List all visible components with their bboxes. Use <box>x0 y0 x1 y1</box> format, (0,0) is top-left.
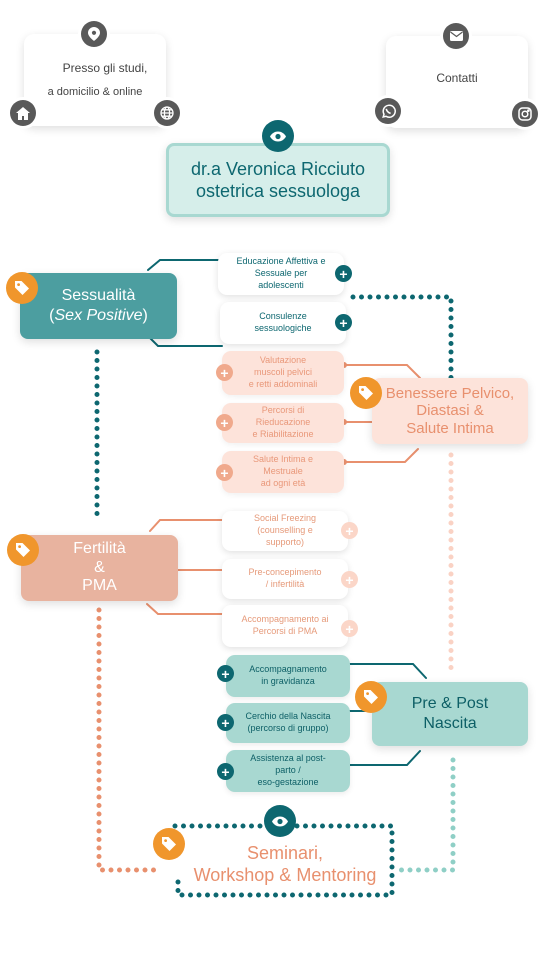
plus-icon[interactable]: + <box>216 414 233 431</box>
line-postparto-prepost <box>345 750 421 766</box>
leaf-text: Accompagnamento <box>249 664 327 675</box>
leaf-text: e retti addominali <box>248 378 318 389</box>
line-sessualita-consulenze <box>147 335 223 347</box>
leaf-text: Cerchio della Nascita <box>245 711 331 722</box>
leaf-text: Consulenze <box>259 311 307 322</box>
leaf-text: Assistenza al post-parto / <box>250 753 326 776</box>
tag-icon <box>6 272 38 304</box>
leaf-cerchio-nascita[interactable]: Cerchio della Nascita (percorso di grupp… <box>226 703 350 743</box>
hub-sessualita-title: Sessualità <box>61 287 136 304</box>
line-gravidanza-prepost <box>345 663 427 679</box>
dotted-connector-consulenze-benessere <box>350 294 454 381</box>
instagram-icon[interactable] <box>512 101 538 127</box>
leaf-text: muscoli pelvici <box>253 367 313 378</box>
location-pin-icon <box>81 21 107 47</box>
hub-seminari[interactable]: Seminari, Workshop & Mentoring <box>182 840 388 890</box>
line-valutazione-benessere <box>343 364 421 379</box>
globe-icon[interactable] <box>154 100 180 126</box>
dotted-connector-prepost-seminari <box>395 757 456 873</box>
hub-benessere[interactable]: Benessere Pelvico, Diastasi & Salute Int… <box>372 378 528 444</box>
leaf-accompagnamento-pma[interactable]: Accompagnamento ai Percorsi di PMA <box>222 605 348 647</box>
contact-card[interactable]: Contatti <box>386 36 528 128</box>
leaf-text: Social Freezing <box>253 513 317 524</box>
leaf-text: sessuologiche <box>254 323 312 333</box>
leaf-text: Sessuale per adolescenti <box>254 268 308 290</box>
plus-icon[interactable]: + <box>216 464 233 481</box>
plus-icon[interactable]: + <box>341 620 358 637</box>
eye-icon <box>264 805 296 837</box>
location-line-2: a domicilio & online <box>47 85 143 98</box>
leaf-accompagnamento-gravidanza[interactable]: Accompagnamento in gravidanza <box>226 655 350 697</box>
eye-icon <box>262 120 294 152</box>
tag-icon <box>350 377 382 409</box>
leaf-assistenza-post-parto[interactable]: Assistenza al post-parto / eso-gestazion… <box>226 750 350 792</box>
leaf-consulenze-sessuologiche[interactable]: Consulenze sessuologiche <box>220 302 346 344</box>
leaf-text: Accompagnamento ai <box>241 614 329 625</box>
location-line-1: Presso gli studi, <box>62 60 148 75</box>
leaf-text: Educazione Affettiva e <box>236 256 326 267</box>
hub-fertilita-line-3: PMA <box>82 577 117 595</box>
leaf-text: ad ogni età <box>260 477 306 488</box>
title-line-1: dr.a Veronica Ricciuto <box>190 158 366 179</box>
tag-icon <box>7 534 39 566</box>
leaf-text: (counselling e supporto) <box>257 525 313 547</box>
leaf-pre-concepimento[interactable]: Pre-concepimento / infertilità <box>222 559 348 599</box>
leaf-text: / infertilità <box>265 579 305 589</box>
hub-fertilita-line-1: Fertilità <box>73 540 126 558</box>
leaf-text: Salute Intima e <box>252 454 314 465</box>
contact-label: Contatti <box>436 70 478 85</box>
mail-icon[interactable] <box>443 23 469 49</box>
dotted-connector-seminari-frame <box>172 823 395 898</box>
leaf-social-freezing[interactable]: Social Freezing (counselling e supporto) <box>222 511 348 551</box>
leaf-text: Percorsi di Rieducazione <box>255 405 311 428</box>
plus-icon[interactable]: + <box>217 763 234 780</box>
home-icon[interactable] <box>10 100 36 126</box>
leaf-text: eso-gestazione <box>257 776 319 787</box>
plus-icon[interactable]: + <box>217 665 234 682</box>
tag-icon <box>355 681 387 713</box>
leaf-percorsi-rieducazione[interactable]: Percorsi di Rieducazione e Riabilitazion… <box>222 403 344 443</box>
title-card: dr.a Veronica Ricciuto ostetrica sessuol… <box>166 143 390 217</box>
leaf-text: (percorso di gruppo) <box>247 723 329 733</box>
plus-icon[interactable]: + <box>335 314 352 331</box>
title-line-2: ostetrica sessuologa <box>195 181 361 201</box>
plus-icon[interactable]: + <box>341 522 358 539</box>
leaf-text: Percorsi di PMA <box>252 626 318 636</box>
leaf-educazione-affettiva[interactable]: Educazione Affettiva e Sessuale per adol… <box>218 253 344 295</box>
hub-benessere-line-2: Diastasi & <box>416 402 484 420</box>
plus-icon[interactable]: + <box>341 571 358 588</box>
hub-pre-post-nascita[interactable]: Pre & Post Nascita <box>372 682 528 746</box>
line-salute-benessere <box>343 448 419 463</box>
hub-sessualita[interactable]: Sessualità (Sex Positive) <box>20 273 177 339</box>
hub-benessere-line-3: Salute Intima <box>406 419 494 437</box>
hub-prepost-line-1: Pre & Post <box>411 695 489 712</box>
plus-icon[interactable]: + <box>217 714 234 731</box>
tag-icon <box>153 828 185 860</box>
leaf-text: in gravidanza <box>261 676 315 686</box>
whatsapp-icon[interactable] <box>375 98 401 124</box>
leaf-salute-intima[interactable]: Salute Intima e Mestruale ad ogni età <box>222 451 344 493</box>
leaf-text: Pre-concepimento <box>248 567 322 578</box>
hub-sessualita-subtitle: (Sex Positive) <box>49 307 148 324</box>
leaf-valutazione-muscoli[interactable]: Valutazione muscoli pelvici e retti addo… <box>222 351 344 395</box>
hub-benessere-line-1: Benessere Pelvico, <box>385 385 515 403</box>
hub-fertilita[interactable]: Fertilità & PMA <box>21 535 178 601</box>
hub-fertilita-line-2: & <box>94 558 105 576</box>
hub-prepost-line-2: Nascita <box>423 715 477 732</box>
hub-seminari-line-1: Seminari, <box>246 843 324 864</box>
line-sessualita-educazione <box>147 259 224 271</box>
hub-seminari-line-2: Workshop & Mentoring <box>193 865 377 885</box>
leaf-text: e Riabilitazione <box>252 428 314 439</box>
plus-icon[interactable]: + <box>216 364 233 381</box>
leaf-text: Mestruale <box>263 466 303 477</box>
location-card: Presso gli studi, a domicilio & online <box>24 34 166 126</box>
leaf-text: Valutazione <box>259 355 307 366</box>
plus-icon[interactable]: + <box>335 265 352 282</box>
sex-positive-text: Sex Positive <box>54 307 143 324</box>
dotted-connector-fertilita-seminari <box>96 607 163 873</box>
